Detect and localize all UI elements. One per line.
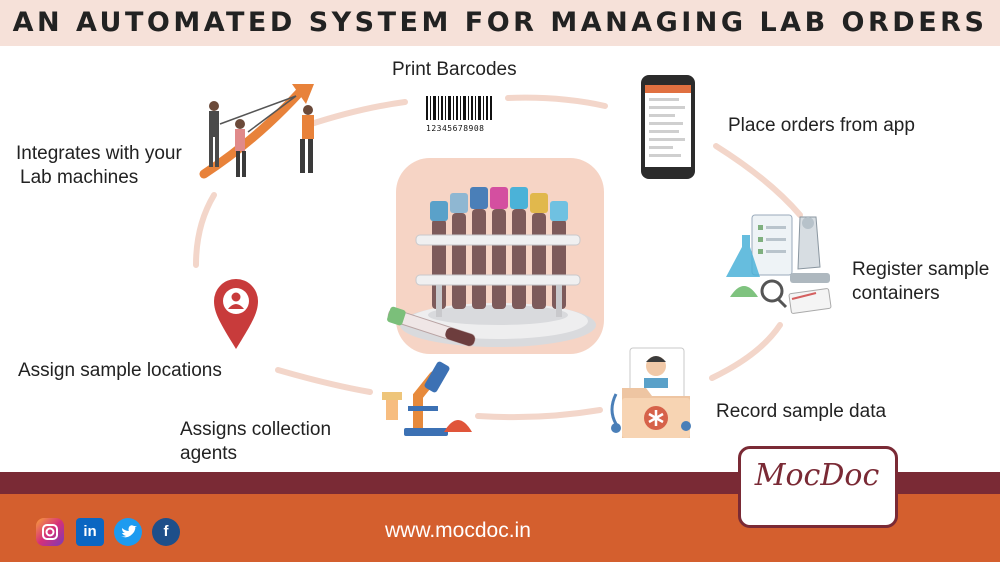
microscope-icon — [382, 361, 472, 436]
step-register-line2: containers — [852, 283, 940, 304]
instagram-icon[interactable] — [36, 518, 64, 546]
barcode-icon — [426, 96, 492, 120]
step-place-orders: Place orders from app — [728, 115, 915, 136]
linkedin-icon[interactable]: in — [76, 518, 104, 546]
step-assign-locations: Assign sample locations — [18, 360, 222, 381]
team-growth-illustration — [199, 84, 314, 179]
step-print-barcodes: Print Barcodes — [392, 59, 517, 80]
facebook-icon[interactable]: f — [152, 518, 180, 546]
page-title: AN AUTOMATED SYSTEM FOR MANAGING LAB ORD… — [12, 7, 988, 38]
mocdoc-logo-text: MocDoc — [754, 458, 880, 493]
step-register-line1: Register sample — [852, 259, 990, 280]
mocdoc-logo — [738, 446, 898, 528]
lab-equipment-icon — [726, 214, 832, 314]
step-record-data: Record sample data — [716, 401, 887, 422]
test-tube-rack-illustration — [387, 187, 596, 347]
step-assigns-line2: agents — [180, 443, 238, 464]
step-assigns-line1: Assigns collection — [180, 419, 332, 440]
twitter-icon[interactable] — [114, 518, 142, 546]
title-band — [0, 0, 1000, 46]
step-integrates-line1: Integrates with your — [16, 143, 182, 164]
website-link[interactable]: www.mocdoc.in — [385, 519, 531, 542]
barcode-number: 12345678908 — [426, 124, 485, 133]
smartphone-icon — [641, 75, 695, 179]
map-pin-icon — [214, 279, 258, 349]
step-integrates-line2: Lab machines — [20, 167, 139, 188]
medical-folder-icon — [610, 347, 691, 438]
